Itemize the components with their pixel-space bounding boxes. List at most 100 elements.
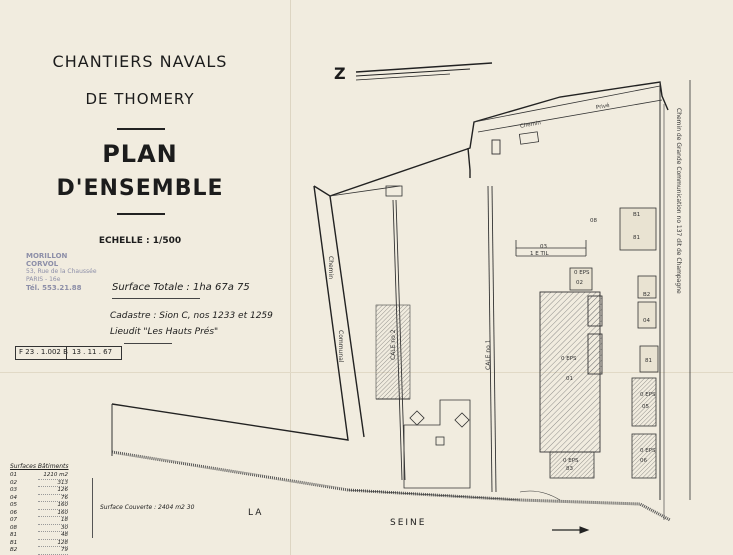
surface-total: Surface Totale : 1ha 67a 75 (112, 282, 250, 293)
legend-value: 128 (38, 540, 68, 547)
site-boundary (111, 81, 669, 441)
cale-2 (375, 199, 411, 481)
legend-key: 08 (10, 524, 17, 531)
legend-key: 07 (10, 517, 17, 523)
label-bat-06: 06 (640, 458, 647, 464)
cadastre-label: Cadastre : Sion C, nos 1233 et 1259 (110, 311, 273, 321)
building-83 (549, 451, 595, 479)
legend-value: 160 (38, 502, 68, 510)
legend-table: 01 1210 m2 02 313 03 126 04 76 05 160 06 160 07 18 08 3… (10, 472, 100, 555)
legend-key: 06 (10, 509, 17, 516)
right-buildings (619, 207, 659, 479)
river-label-la: LA (248, 508, 264, 518)
legend-key: 02 (10, 479, 17, 486)
legend-row: 05 160 (10, 502, 100, 510)
legend-row: 07 18 (10, 517, 100, 525)
legend-key: B2 (10, 547, 18, 553)
building-03 (515, 240, 587, 257)
label-eps-05: 0 EPS (640, 392, 656, 398)
legend-brace (92, 478, 97, 538)
legend-value: 18 (38, 517, 68, 525)
legend-key: 01 (10, 472, 17, 478)
legend-row: B1 128 (10, 539, 100, 547)
legend-row: 04 76 (10, 494, 100, 502)
label-chemin-communal-1: Chemin (327, 256, 334, 279)
flow-arrow (552, 526, 590, 534)
label-bat-02: 02 (576, 280, 583, 286)
ref-divider (66, 347, 67, 359)
legend-key: B1 (10, 539, 18, 546)
scale-label: ECHELLE : 1/500 (98, 236, 182, 246)
north-arrow (355, 62, 493, 81)
ref-code: F 23 . 1.002 B (19, 348, 68, 356)
heading-plan: PLAN (102, 140, 178, 168)
legend-row: 08 30 (10, 524, 100, 532)
label-eps-01: 0 EPS (561, 356, 577, 362)
label-eps-02: 0 EPS (574, 270, 590, 276)
cale-structures (403, 399, 471, 489)
label-cale-2: CALE no 2 (390, 329, 397, 360)
legend-title: Surfaces Bâtiments (10, 463, 69, 470)
legend-row: 01 1210 m2 (10, 472, 100, 480)
legend-row: 03 126 (10, 487, 100, 495)
stamp-line2: 53, Rue de la Chaussée (26, 268, 97, 275)
lieudit-label: Lieudit "Les Hauts Prés" (110, 327, 219, 337)
covered-surface: Surface Couverte : 2404 m2 30 (100, 504, 195, 511)
label-eps-06: 0 EPS (640, 448, 656, 454)
label-bat-05: 05 (642, 404, 649, 410)
label-bat-83: 83 (566, 466, 573, 472)
fold-line-horizontal (0, 372, 733, 373)
label-cale-1: CALE no 1 (485, 339, 492, 370)
legend-key: 03 (10, 487, 17, 493)
label-eps-83: 0 EPS (563, 458, 579, 464)
legend-value: 160 (38, 510, 68, 517)
legend-row: 81 48 (10, 532, 100, 540)
legend-value: 1210 m2 (38, 472, 68, 480)
legend-key: 04 (10, 494, 17, 501)
label-bat-03-sub: 1 E TIL (530, 251, 549, 257)
fold-line-vertical (290, 0, 291, 555)
title-line1: CHANTIERS NAVALS (52, 52, 228, 71)
legend-value: 48 (38, 532, 68, 540)
legend-value: 126 (38, 487, 68, 495)
building-02 (569, 267, 593, 291)
label-bat-04: 04 (643, 318, 650, 324)
title-line2: DE THOMERY (85, 90, 195, 108)
heading-ensemble: D'ENSEMBLE (56, 176, 224, 201)
label-chemin-communal-2: Communal (337, 330, 344, 363)
river-label-seine: SEINE (390, 518, 427, 528)
office-stamp: MORILLON CORVOL 53, Rue de la Chaussée P… (26, 252, 98, 292)
label-chemin-grande-communication: Chemin de Grande Communication no 137 di… (675, 108, 682, 294)
legend-value: 30 (38, 525, 68, 532)
legend-row: 02 313 (10, 479, 100, 487)
building-01 (539, 291, 603, 453)
heading-rule (117, 213, 165, 215)
reference-box: F 23 . 1.002 B 13 . 11 . 67 (15, 346, 122, 360)
riverbank (111, 404, 671, 522)
label-bat-01: 01 (566, 376, 573, 382)
legend-value: 76 (38, 495, 68, 502)
legend-row: B2 79 (10, 547, 100, 555)
label-bat-b1: 81 (633, 235, 640, 241)
lieudit-rule (124, 343, 172, 344)
stamp-line4: Tél. 553.21.88 (26, 284, 82, 292)
legend-key: 05 (10, 502, 17, 508)
chemin-prive (473, 85, 663, 145)
surface-rule (112, 298, 200, 299)
stamp-line1: MORILLON CORVOL (26, 252, 68, 268)
legend-row: 06 160 (10, 509, 100, 517)
title-rule (117, 128, 165, 130)
label-bat-08: 08 (590, 218, 597, 224)
chemin-communal (329, 185, 403, 197)
legend-value: 313 (38, 480, 68, 487)
label-bat-b1-top: B1 (633, 212, 641, 218)
north-letter: Z (334, 64, 346, 83)
legend-key: 81 (10, 532, 17, 538)
ref-date: 13 . 11 . 67 (72, 348, 113, 356)
cale-1 (487, 139, 501, 493)
label-bat-b2: B2 (643, 292, 651, 298)
label-bat-81: 81 (645, 358, 652, 364)
legend-value: 79 (38, 547, 68, 555)
